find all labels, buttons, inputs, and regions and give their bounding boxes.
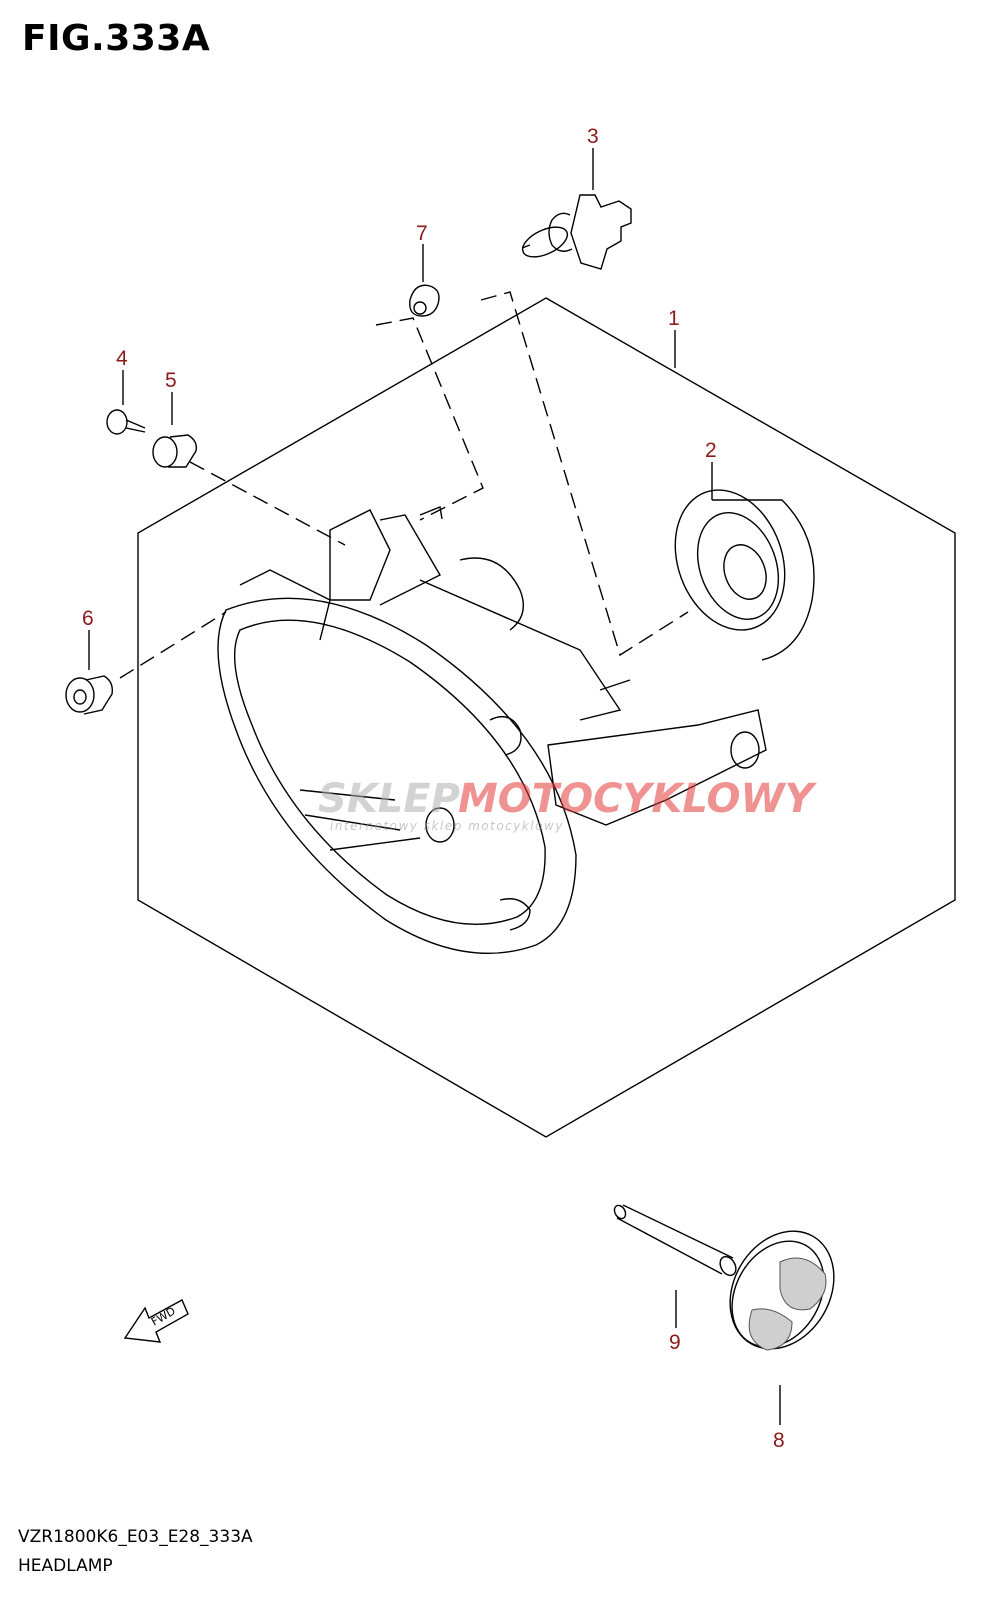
headlamp-housing-1	[217, 506, 767, 954]
callout-1: 1	[668, 307, 680, 330]
assembly-outline	[137, 297, 956, 1138]
watermark-tagline: internetowy sklep motocyklowy	[330, 819, 564, 833]
bulb-3	[521, 194, 632, 270]
reflector-8	[729, 1230, 835, 1351]
callout-numbers: 1 2 3 4 5 6 7 8 9	[82, 125, 785, 1452]
callout-5: 5	[165, 369, 177, 392]
watermark-left: SKLEP	[318, 776, 460, 822]
callout-2: 2	[705, 439, 717, 462]
watermark: SKLEP MOTOCYKLOWY internetowy sklep moto…	[318, 776, 818, 833]
callout-3: 3	[587, 125, 599, 148]
fwd-arrow: FWD	[123, 1299, 189, 1343]
callout-6: 6	[82, 607, 94, 630]
part-name: HEADLAMP	[18, 1556, 113, 1576]
callout-4: 4	[116, 347, 128, 370]
grommet-6	[65, 675, 114, 715]
figure-title: FIG.333A	[22, 18, 211, 59]
callout-7: 7	[416, 222, 428, 245]
callout-9: 9	[669, 1331, 681, 1354]
model-code: VZR1800K6_E03_E28_333A	[18, 1527, 253, 1547]
callout-8: 8	[773, 1429, 785, 1452]
leader-lines	[88, 148, 781, 1425]
screw-4	[106, 409, 146, 435]
grommet-7	[409, 284, 440, 317]
socket-cover-2	[674, 489, 815, 661]
assembly-dashed-lines	[119, 291, 689, 679]
watermark-right: MOTOCYKLOWY	[458, 776, 818, 822]
pin-9	[613, 1204, 737, 1277]
collar-5	[152, 434, 198, 468]
